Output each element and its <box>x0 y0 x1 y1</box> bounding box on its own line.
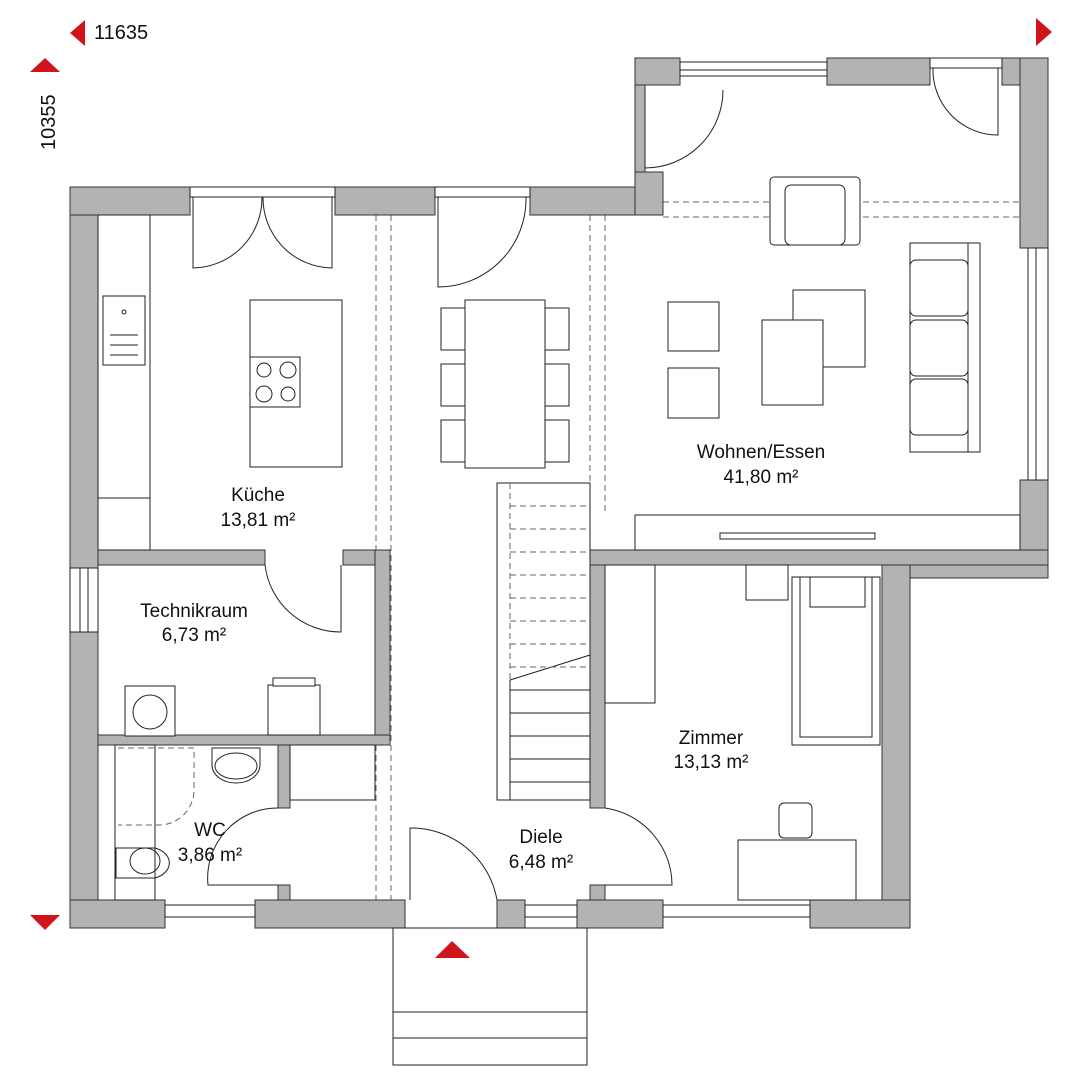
washbasin-icon <box>211 747 261 784</box>
room-area-diele: 6,48 m² <box>509 852 573 873</box>
toilet-icon <box>115 847 170 879</box>
dimension-markers: 11635 10355 <box>30 18 1052 958</box>
kitchen-furniture <box>97 214 343 551</box>
entrance-steps <box>392 927 588 1066</box>
room-area-wc: 3,86 m² <box>178 845 242 866</box>
arrow-up-icon <box>30 58 60 72</box>
arrow-right-icon <box>1036 18 1052 46</box>
bedroom-furniture <box>604 564 881 901</box>
room-area-kueche: 13,81 m² <box>221 510 296 531</box>
width-dimension: 11635 <box>94 22 148 44</box>
walls <box>69 57 1049 929</box>
room-area-technikraum: 6,73 m² <box>162 625 226 646</box>
dining-table <box>464 299 546 469</box>
desk <box>737 839 857 901</box>
room-name-diele: Diele <box>519 827 562 848</box>
room-name-kueche: Küche <box>231 485 285 506</box>
room-name-wohnen-essen: Wohnen/Essen <box>697 442 826 463</box>
sink-icon <box>102 295 146 366</box>
living-furniture <box>634 176 1021 551</box>
desk-chair-icon <box>778 802 813 839</box>
arrow-left-icon <box>70 20 85 46</box>
entrance-arrow-icon <box>435 941 470 958</box>
kitchen-counter <box>97 214 151 551</box>
windows <box>69 57 1049 918</box>
utility-fixtures <box>114 677 376 901</box>
staircase <box>496 482 591 801</box>
room-name-technikraum: Technikraum <box>140 601 248 622</box>
room-area-wohnen-essen: 41,80 m² <box>724 467 799 488</box>
dining-furniture <box>440 299 570 469</box>
cooktop-icon <box>249 356 301 408</box>
wardrobe <box>604 564 656 704</box>
room-name-zimmer: Zimmer <box>679 728 744 749</box>
depth-dimension: 10355 <box>38 94 60 150</box>
dashed-lines <box>375 201 1020 900</box>
room-area-zimmer: 13,13 m² <box>674 752 749 773</box>
doors <box>192 67 999 901</box>
arrow-down-icon <box>30 915 60 930</box>
room-name-wc: WC <box>194 820 226 841</box>
room-labels: Küche 13,81 m² Technikraum 6,73 m² WC 3,… <box>140 442 825 873</box>
